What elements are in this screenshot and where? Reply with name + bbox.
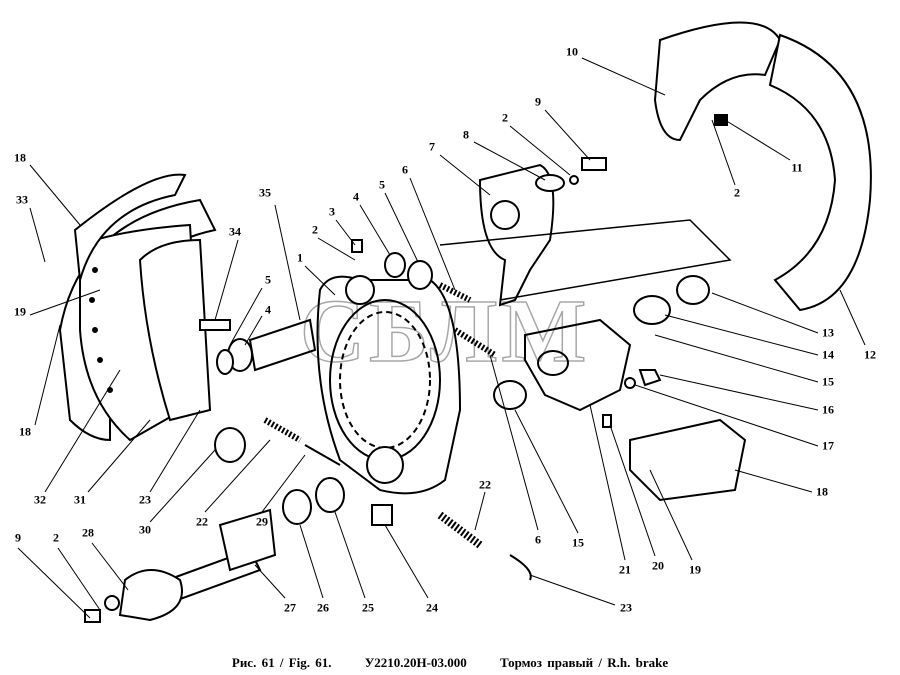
callout-label: 21 bbox=[619, 562, 631, 577]
callout-label: 15 bbox=[822, 374, 834, 389]
callout-label: 32 bbox=[34, 492, 46, 507]
callout-label: 31 bbox=[74, 492, 86, 507]
callout-label: 2 bbox=[53, 530, 59, 545]
callout-label: 14 bbox=[822, 347, 834, 362]
callout-label: 28 bbox=[82, 525, 94, 540]
dust-shield-upper bbox=[653, 21, 782, 142]
callout-label: 2 bbox=[734, 185, 740, 200]
callout-label: 2 bbox=[502, 110, 508, 125]
callout-label: 23 bbox=[620, 600, 632, 615]
figure-caption: Рис. 61 / Fig. 61. У2210.20Н-03.000 Торм… bbox=[0, 655, 900, 671]
callout-label: 15 bbox=[572, 535, 584, 550]
callout-label: 4 bbox=[353, 189, 359, 204]
callout-label: 33 bbox=[16, 192, 28, 207]
callout-label: 34 bbox=[229, 224, 241, 239]
callout-label: 9 bbox=[535, 94, 541, 109]
callout-label: 6 bbox=[535, 532, 541, 547]
callout-label: 1 bbox=[297, 250, 303, 265]
callout-label: 22 bbox=[196, 514, 208, 529]
callout-label: 29 bbox=[256, 514, 268, 529]
callout-label: 10 bbox=[566, 44, 578, 59]
callout-label: 5 bbox=[265, 272, 271, 287]
callout-label: 7 bbox=[429, 139, 435, 154]
callout-label: 6 bbox=[402, 162, 408, 177]
callout-label: 18 bbox=[14, 150, 26, 165]
callout-label: 18 bbox=[19, 424, 31, 439]
callout-label: 25 bbox=[362, 600, 374, 615]
callout-label: 11 bbox=[791, 160, 803, 175]
callout-label: 2 bbox=[312, 222, 318, 237]
dust-shield-lower bbox=[768, 33, 872, 312]
callout-label: 26 bbox=[317, 600, 329, 615]
callout-label: 5 bbox=[379, 177, 385, 192]
figure-number: Рис. 61 / Fig. 61. bbox=[231, 655, 332, 670]
callout-label: 19 bbox=[689, 562, 701, 577]
callout-label: 22 bbox=[479, 477, 491, 492]
assembly-code: У2210.20Н-03.000 bbox=[364, 655, 467, 670]
callout-label: 13 bbox=[822, 325, 834, 340]
callout-label: 17 bbox=[822, 438, 834, 453]
callout-label: 18 bbox=[816, 484, 828, 499]
callout-label: 4 bbox=[265, 302, 271, 317]
cam-bracket bbox=[524, 318, 632, 412]
callout-label: 8 bbox=[463, 127, 469, 142]
callout-label: 9 bbox=[15, 530, 21, 545]
callout-label: 16 bbox=[822, 402, 834, 417]
callout-label: 20 bbox=[652, 558, 664, 573]
callout-label: 35 bbox=[259, 185, 271, 200]
callout-label: 24 bbox=[426, 600, 438, 615]
assembly-title: Тормоз правый / R.h. brake bbox=[499, 655, 669, 670]
callout-label: 12 bbox=[864, 347, 876, 362]
callout-label: 3 bbox=[329, 204, 335, 219]
callout-label: 30 bbox=[139, 522, 151, 537]
callout-label: 27 bbox=[284, 600, 296, 615]
callout-label: 19 bbox=[14, 304, 26, 319]
callout-label: 23 bbox=[139, 492, 151, 507]
watermark-logo: СБЛМ bbox=[299, 281, 591, 382]
